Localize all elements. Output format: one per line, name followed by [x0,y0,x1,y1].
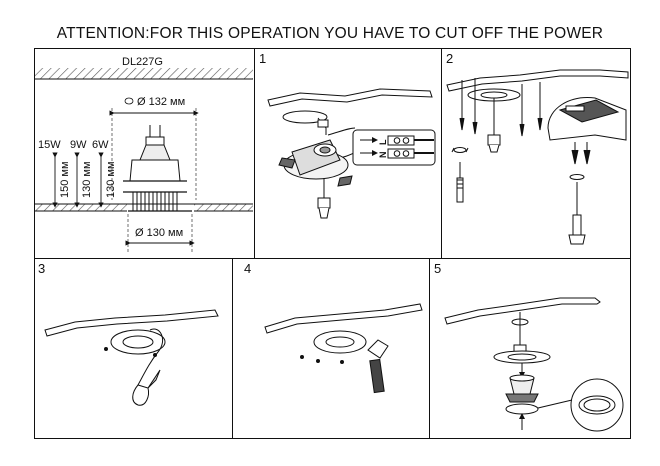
fixture-body [129,159,181,182]
fixture-diameter-label: Ø 130 мм [135,227,183,239]
gu10-socket [145,136,165,146]
ceiling-hole-3 [110,329,166,355]
fixture-edge [367,339,389,359]
divider-middle [34,258,631,260]
step-number-1: 1 [259,51,267,66]
spring-clip-right [337,175,353,187]
lamp-assembly-panel [444,297,624,432]
fixture-insert-panel [264,303,423,394]
cutout-diameter-label: Ø 132 мм [137,96,185,108]
watt-label-15w: 15W [38,139,61,151]
watt-label-9w: 9W [70,139,87,151]
trim-ring [493,350,551,364]
divider-top-1 [254,48,256,258]
ceiling-slab [267,88,433,107]
ceiling-hatch-left [35,204,127,211]
wiring-panel [267,88,436,219]
retaining-ring [505,403,539,415]
divider-bottom-2 [429,258,431,439]
dimension-panel: Ø 132 мм 15W 9W 6W 150 мм 130 мм 130 мм [35,68,253,252]
lamp-socket [317,197,331,209]
step-number-4: 4 [244,261,252,276]
tool-handle [369,358,385,394]
cutout-icon [124,97,134,105]
ceiling-hole-4 [313,330,367,354]
spring-insert-panel [44,309,219,406]
step-number-2: 2 [446,51,454,66]
terminal-callout [352,129,436,166]
spring-clip-left [278,157,296,169]
ceiling-hole [282,110,328,124]
ceiling-hatch-top [35,68,253,79]
step-number-3: 3 [38,261,46,276]
divider-top-2 [441,48,443,258]
screwdriver-1 [456,177,464,203]
ceiling-slab-2 [446,69,629,92]
ceiling-hatch-right [194,204,253,211]
spring-clip [132,384,149,406]
instruction-frame [34,48,631,439]
ceiling-slab-5 [444,297,601,325]
lamp-bulb [139,144,171,161]
height-label-130-a: 130 мм [81,161,93,198]
ceiling-mount-panel [446,69,629,245]
step-number-5: 5 [434,261,442,276]
model-label: DL227G [122,56,163,68]
screwdriver-2 [572,214,582,236]
height-label-150: 150 мм [59,161,71,198]
hanging-socket [487,134,501,146]
watt-label-6w: 6W [92,139,109,151]
ring-detail [570,378,624,432]
terminal-l-label: L [378,139,388,145]
warning-title: ATTENTION:FOR THIS OPERATION YOU HAVE TO… [56,25,604,42]
height-label-130-b: 130 мм [105,161,117,198]
divider-bottom-1 [232,258,234,439]
terminal-n-label: N [378,152,388,159]
heat-sink-fins [132,192,178,211]
ceiling-slab-4 [264,303,423,334]
ceiling-slab-3 [44,309,219,337]
